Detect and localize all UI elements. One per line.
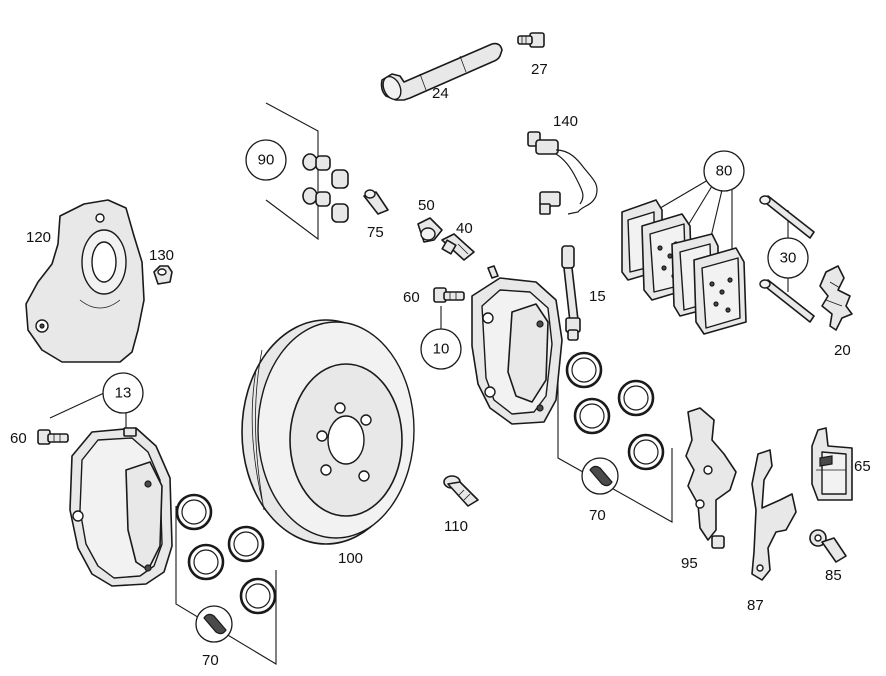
part-40-bleeder-valve bbox=[441, 233, 475, 261]
part-85-screw bbox=[809, 529, 847, 563]
part-10-brake-caliper: 10 bbox=[420, 265, 563, 425]
part-140-wear-sensor bbox=[527, 131, 598, 215]
label-24: 24 bbox=[432, 85, 449, 102]
callout-90 bbox=[245, 139, 287, 181]
part-120-dust-shield bbox=[25, 199, 145, 363]
label-27: 27 bbox=[531, 61, 548, 78]
part-60-bolt-lower bbox=[37, 429, 69, 445]
label-140: 140 bbox=[553, 113, 578, 130]
label-15: 15 bbox=[589, 288, 606, 305]
label-60-upper: 60 bbox=[403, 289, 420, 306]
part-15-brake-hose bbox=[561, 245, 581, 341]
label-65: 65 bbox=[854, 458, 871, 475]
part-100-brake-disc bbox=[241, 319, 415, 545]
part-75-pin bbox=[363, 189, 389, 215]
label-90: 90 bbox=[258, 152, 275, 169]
part-30-retaining-pins: 30 bbox=[759, 195, 815, 323]
part-80-brake-pads: 80 bbox=[621, 150, 747, 335]
part-50-cap bbox=[417, 217, 443, 243]
callout-10 bbox=[420, 328, 462, 370]
part-24-guide-bolt bbox=[380, 42, 503, 101]
label-50: 50 bbox=[418, 197, 435, 214]
part-65-brake-pad bbox=[811, 427, 853, 501]
label-120: 120 bbox=[26, 229, 51, 246]
callout-13 bbox=[102, 372, 144, 414]
part-90-seal-kit: 90 bbox=[245, 102, 349, 241]
part-70-seal-rings-right bbox=[557, 351, 673, 523]
label-110: 110 bbox=[444, 518, 468, 535]
label-95: 95 bbox=[681, 555, 698, 572]
part-87-retaining-spring bbox=[751, 449, 797, 581]
part-130-nut bbox=[153, 265, 173, 285]
part-70-seal-rings-left bbox=[175, 493, 277, 665]
label-30: 30 bbox=[780, 250, 797, 267]
part-13-brake-caliper: 13 bbox=[49, 372, 173, 587]
part-110-screw bbox=[443, 475, 479, 507]
label-10: 10 bbox=[433, 341, 450, 358]
label-70-right: 70 bbox=[589, 507, 606, 524]
label-70-left: 70 bbox=[202, 652, 219, 669]
label-85: 85 bbox=[825, 567, 842, 584]
part-95-bracket bbox=[685, 407, 737, 549]
label-75: 75 bbox=[367, 224, 384, 241]
label-60-lower: 60 bbox=[10, 430, 27, 447]
callout-80 bbox=[703, 150, 745, 192]
label-100: 100 bbox=[338, 550, 363, 567]
part-27-screw bbox=[517, 32, 545, 48]
label-80: 80 bbox=[716, 163, 733, 180]
part-60-bolt-upper bbox=[433, 287, 465, 303]
label-13: 13 bbox=[115, 385, 132, 402]
label-130: 130 bbox=[149, 247, 174, 264]
label-20: 20 bbox=[834, 342, 851, 359]
callout-30 bbox=[767, 237, 809, 279]
part-20-spring-clip bbox=[819, 265, 853, 331]
label-87: 87 bbox=[747, 597, 764, 614]
label-40: 40 bbox=[456, 220, 473, 237]
